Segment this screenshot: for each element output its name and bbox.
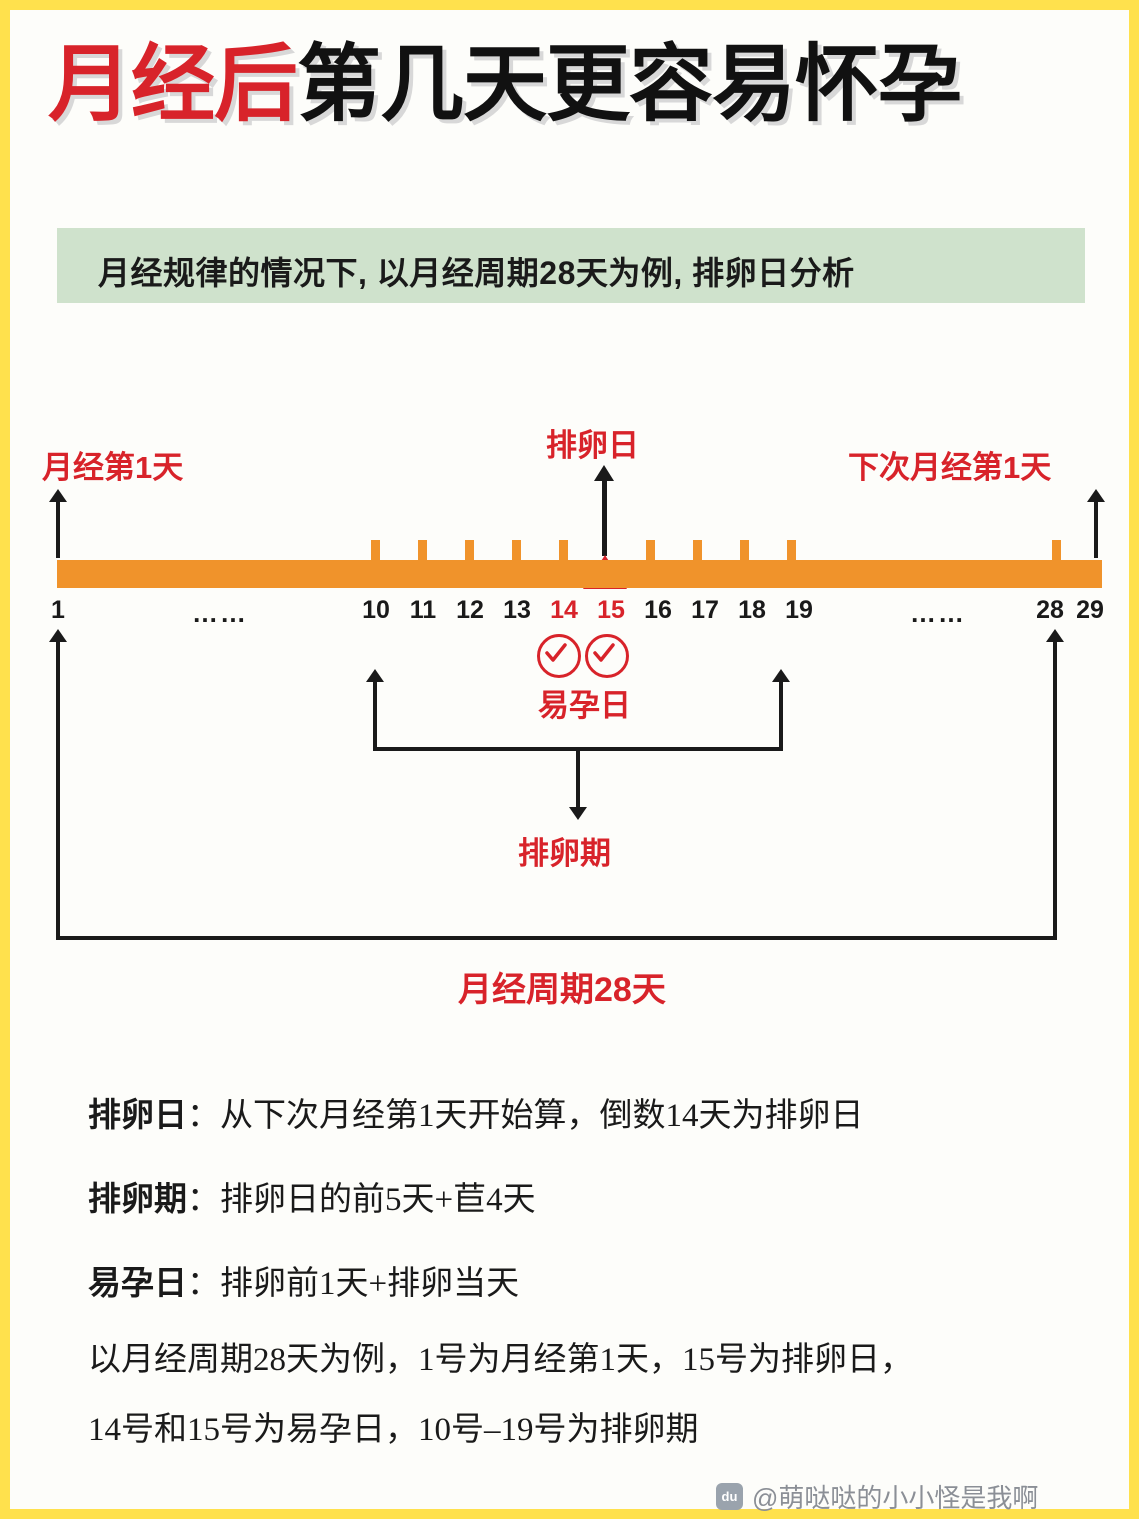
window-left-arrow <box>366 669 384 750</box>
tick-13 <box>512 540 521 562</box>
daylabel-1: 1 <box>51 596 65 624</box>
title-red-part: 月经后 <box>48 37 298 131</box>
tick-16 <box>646 540 655 562</box>
note-text-2: 排卵前1天+排卵当天 <box>220 1266 520 1302</box>
title-black-part: 第几天更容易怀孕 <box>297 37 962 131</box>
tick-19 <box>787 540 796 562</box>
note-text-1: 排卵日的前5天+苣4天 <box>220 1182 536 1218</box>
dots-left: …… <box>192 598 248 628</box>
check-icon-14 <box>537 634 581 678</box>
top-border <box>10 0 1139 10</box>
subtitle-band <box>57 228 1085 303</box>
cycle-diagram: 月经第1天 排卵日 下次月经第1天 10 11 12 13 14 15 16 1… <box>10 400 1139 1040</box>
daylabel-16: 16 <box>644 596 672 624</box>
tick-12 <box>465 540 474 562</box>
dots-right: …… <box>910 598 966 628</box>
watermark-badge-icon: du <box>716 1483 743 1510</box>
daylabel-12: 12 <box>456 596 484 624</box>
label-ovulation-day: 排卵日 <box>546 428 639 463</box>
daylabel-29: 29 <box>1076 596 1104 624</box>
cycle-right-arrow <box>1046 629 1064 940</box>
daylabel-18: 18 <box>738 596 766 624</box>
daylabel-13: 13 <box>503 596 531 624</box>
tick-18 <box>740 540 749 562</box>
daylabel-10: 10 <box>362 596 390 624</box>
label-ovulation-window: 排卵期 <box>518 836 611 871</box>
note-sep-1: ： <box>187 1182 220 1218</box>
tick-14 <box>559 540 568 562</box>
daylabel-14: 14 <box>550 596 578 624</box>
subtitle-text: 月经规律的情况下, 以月经周期28天为例, 排卵日分析 <box>98 255 855 291</box>
tick-11 <box>418 540 427 562</box>
first-day-arrow <box>49 489 67 558</box>
daylabel-17: 17 <box>691 596 719 624</box>
check-icon-15 <box>585 634 629 678</box>
summary-line-0: 以月经周期28天为例，1号为月经第1天，15号为排卵日， <box>88 1342 913 1378</box>
page-title: 月经后第几天更容易怀孕 <box>48 40 1118 128</box>
window-right-arrow <box>772 669 790 750</box>
daylabel-19: 19 <box>785 596 813 624</box>
note-term-2: 易孕日 <box>88 1266 187 1302</box>
cycle-left-arrow <box>49 629 67 940</box>
label-next-first-day: 下次月经第1天 <box>848 450 1052 485</box>
window-down-arrow <box>569 751 587 820</box>
note-term-1: 排卵期 <box>88 1182 187 1218</box>
note-row-2: 易孕日：排卵前1天+排卵当天 <box>88 1256 519 1304</box>
note-row-1: 排卵期：排卵日的前5天+苣4天 <box>88 1172 536 1220</box>
tick-10 <box>371 540 380 562</box>
label-cycle-length: 月经周期28天 <box>458 971 666 1009</box>
cycle-bracket-horizontal <box>56 936 1057 940</box>
daylabel-15: 15 <box>597 596 625 624</box>
note-sep-2: ： <box>187 1266 220 1302</box>
watermark-text: @萌哒哒的小小怪是我啊 <box>752 1483 1039 1513</box>
tick-17 <box>693 540 702 562</box>
daylabel-11: 11 <box>409 596 437 624</box>
watermark: du @萌哒哒的小小怪是我啊 <box>716 1478 1038 1515</box>
note-sep-0: ： <box>187 1098 220 1134</box>
window-bracket-horizontal <box>373 747 783 751</box>
note-text-0: 从下次月经第1天开始算，倒数14天为排卵日 <box>220 1098 864 1134</box>
note-term-0: 排卵日 <box>88 1098 187 1134</box>
ovulation-pointer <box>594 465 614 556</box>
bottom-border <box>10 1509 1139 1519</box>
timeline-bar <box>57 560 1102 588</box>
label-fertile-days: 易孕日 <box>538 688 631 723</box>
tick-28 <box>1052 540 1061 562</box>
next-first-day-arrow <box>1087 489 1105 558</box>
daylabel-28: 28 <box>1036 596 1064 624</box>
label-first-day: 月经第1天 <box>42 450 184 485</box>
summary-line-1: 14号和15号为易孕日，10号–19号为排卵期 <box>88 1412 699 1448</box>
note-row-0: 排卵日：从下次月经第1天开始算，倒数14天为排卵日 <box>88 1088 864 1136</box>
